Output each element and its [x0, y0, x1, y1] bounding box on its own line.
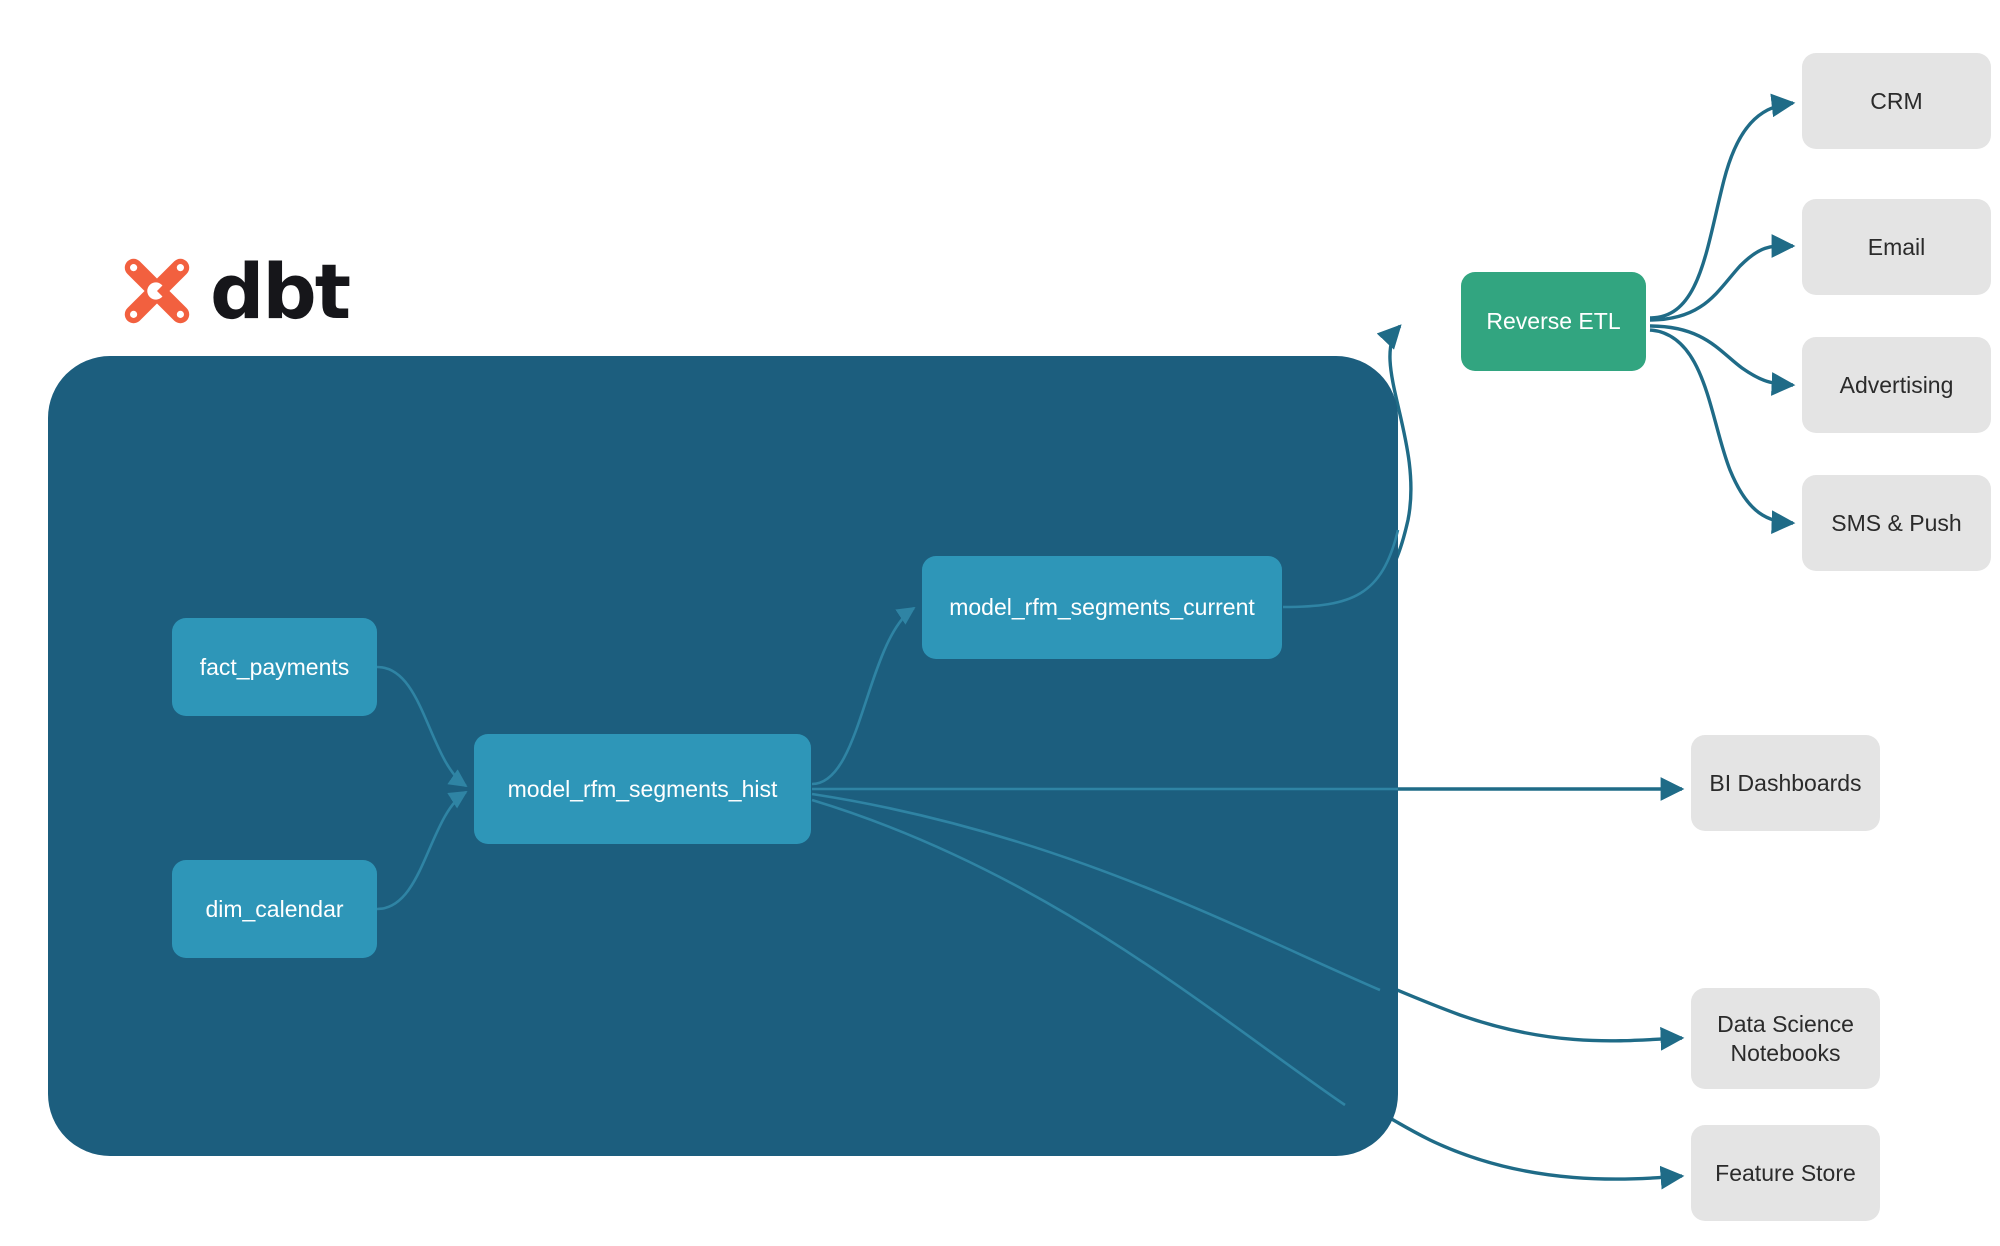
node-label: fact_payments: [199, 653, 350, 680]
model-node-model-rfm-segments-hist[interactable]: model_rfm_segments_hist: [474, 734, 811, 844]
dbt-logo: dbt: [118, 247, 351, 336]
node-label: Reverse ETL: [1486, 308, 1621, 335]
consumer-node-feature-store[interactable]: Feature Store: [1691, 1125, 1880, 1221]
consumer-node-data-science-notebooks[interactable]: Data Science Notebooks: [1691, 988, 1880, 1089]
activation-node-reverse-etl[interactable]: Reverse ETL: [1461, 272, 1646, 371]
node-label: Data Science Notebooks: [1717, 1010, 1854, 1068]
model-node-model-rfm-segments-current[interactable]: model_rfm_segments_current: [922, 556, 1282, 659]
node-label: model_rfm_segments_hist: [507, 775, 778, 802]
model-node-dim-calendar[interactable]: dim_calendar: [172, 860, 377, 958]
consumer-node-crm[interactable]: CRM: [1802, 53, 1991, 149]
node-label: Feature Store: [1715, 1159, 1856, 1186]
edge-reverse-etl-to-email: [1649, 234, 1796, 322]
consumer-node-advertising[interactable]: Advertising: [1802, 337, 1991, 433]
node-label: BI Dashboards: [1709, 769, 1862, 796]
dbt-wordmark: dbt: [210, 247, 351, 336]
node-label: SMS & Push: [1831, 509, 1962, 536]
node-label: Advertising: [1839, 371, 1954, 398]
consumer-node-sms-push[interactable]: SMS & Push: [1802, 475, 1991, 571]
consumer-node-bi-dashboards[interactable]: BI Dashboards: [1691, 735, 1880, 831]
node-label-line-2: Notebooks: [1730, 1039, 1841, 1066]
node-label: dim_calendar: [205, 895, 344, 922]
node-label: model_rfm_segments_current: [949, 594, 1255, 621]
dbt-logo-icon: [124, 258, 190, 324]
node-label: CRM: [1870, 87, 1923, 114]
model-node-fact-payments[interactable]: fact_payments: [172, 618, 377, 716]
consumer-node-email[interactable]: Email: [1802, 199, 1991, 295]
node-label: Email: [1867, 233, 1926, 260]
edge-reverse-etl-to-crm: [1649, 93, 1796, 320]
edge-reverse-etl-to-sms-push: [1649, 328, 1796, 535]
edge-reverse-etl-to-advertising: [1649, 324, 1796, 396]
node-label-line-1: Data Science: [1717, 1010, 1854, 1037]
